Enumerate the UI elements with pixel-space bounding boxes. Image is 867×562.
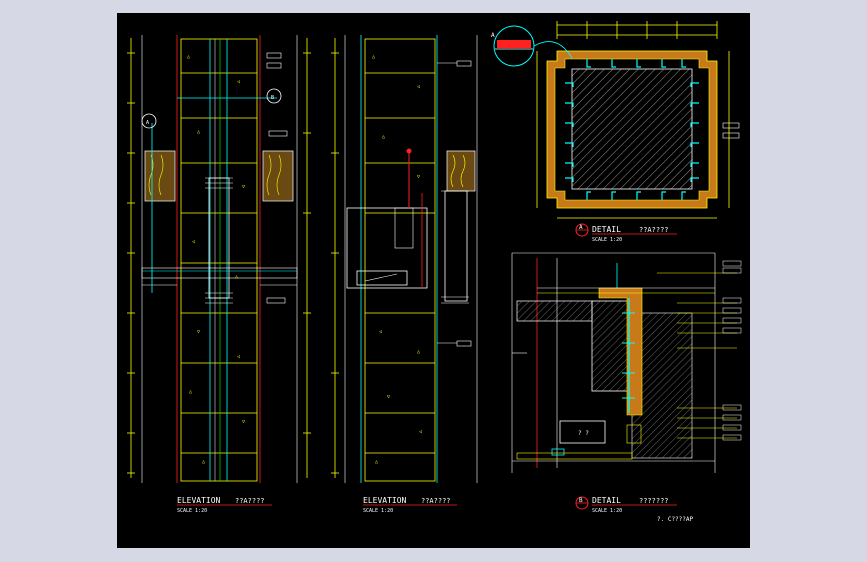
svg-text:△: △ [197,129,200,135]
detail-b-title-block: B DETAIL ??????? SCALE 1:20 [575,496,677,514]
detail-b-marker: B [579,497,583,504]
svg-text:◁: ◁ [237,354,240,360]
svg-text:△: △ [202,459,205,465]
middle-elevation-title: ELEVATION [363,496,407,505]
detail-a-scale: SCALE 1:20 [592,237,622,243]
detail-b-section: ? ? [511,252,742,473]
middle-elevation-code: ??A???? [421,497,451,505]
detail-a-marker: A [579,224,583,231]
callout-circle-mark: A [491,32,495,39]
corner-note: ?. C????AP [657,516,694,523]
svg-text:△: △ [372,54,375,60]
svg-text:◁: ◁ [379,329,382,335]
cad-drawing: △ ◁ △ ▽ ◁ △ ▽ ◁ △ ▽ △ [127,21,742,523]
svg-text:△: △ [189,389,192,395]
callout-left-b: B [271,95,274,101]
svg-text:◁: ◁ [192,239,195,245]
svg-text:▽: ▽ [417,174,420,180]
detail-a-title-block: A DETAIL ??A???? SCALE 1:20 [575,223,677,243]
svg-text:▽: ▽ [387,394,390,400]
middle-elevation: △ ◁ △ ▽ ◁ △ ▽ ◁ △ [331,35,478,483]
detail-a-title: DETAIL [592,225,621,234]
detail-a-code: ??A???? [639,226,669,234]
svg-text:▽: ▽ [242,419,245,425]
svg-text:▽: ▽ [197,329,200,335]
callout-left-a: A [146,120,149,126]
left-elevation-code: ??A???? [235,497,265,505]
svg-text:△: △ [417,349,420,355]
detail-b-title: DETAIL [592,496,621,505]
svg-text:◁: ◁ [417,84,420,90]
left-elevation-title-block: ELEVATION ??A???? SCALE 1:20 [177,496,272,514]
detail-b-box-text: ? ? [578,430,589,437]
middle-elevation-scale: SCALE 1:20 [363,508,393,514]
detail-b-code: ??????? [639,497,669,505]
cad-drawing-canvas[interactable]: △ ◁ △ ▽ ◁ △ ▽ ◁ △ ▽ △ [117,13,750,548]
svg-text:△: △ [187,54,190,60]
svg-text:◁: ◁ [237,79,240,85]
left-elevation-scale: SCALE 1:20 [177,508,207,514]
left-elevation: △ ◁ △ ▽ ◁ △ ▽ ◁ △ ▽ △ [127,35,311,483]
detail-b-scale: SCALE 1:20 [592,508,622,514]
left-elevation-title: ELEVATION [177,496,221,505]
svg-text:◁: ◁ [419,429,422,435]
svg-text:△: △ [235,274,238,280]
svg-text:△: △ [382,134,385,140]
svg-text:▽: ▽ [242,184,245,190]
detail-a-plan: A [491,21,740,219]
middle-elevation-title-block: ELEVATION ??A???? SCALE 1:20 [363,496,457,514]
svg-text:△: △ [375,459,378,465]
